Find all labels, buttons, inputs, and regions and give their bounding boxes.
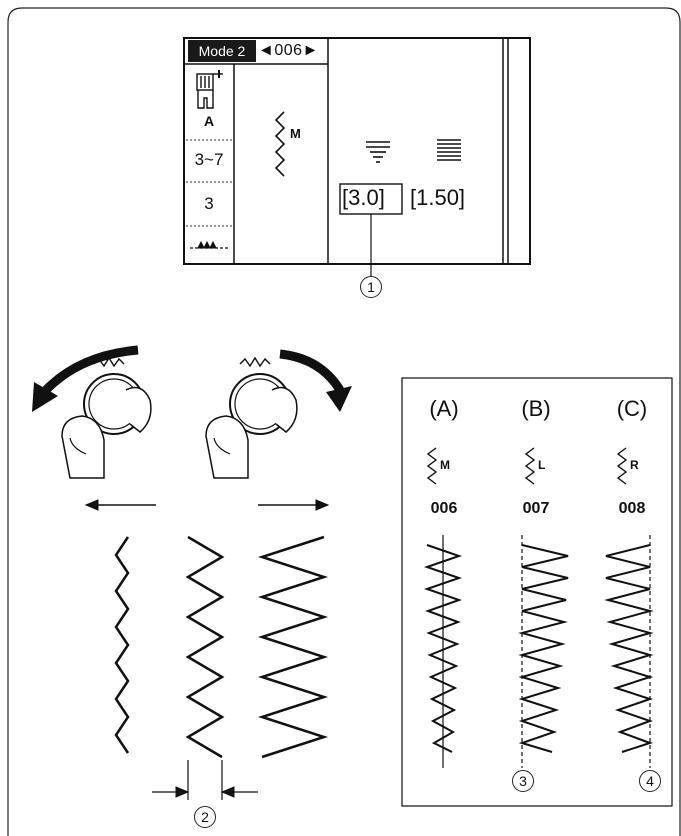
position-letter-c: R [630, 458, 639, 472]
stitch-letter: M [290, 126, 301, 141]
stitch-icon-middle [426, 447, 438, 485]
width-dimension [152, 760, 258, 800]
stitch-preview-icon [274, 111, 286, 177]
narrow-arrow [84, 499, 156, 511]
callout-4: 4 [639, 770, 661, 792]
zigzag-sample-a [423, 544, 463, 753]
page-border [7, 7, 681, 836]
width-dial-left [32, 345, 152, 479]
pattern-number-a: 006 [430, 500, 458, 517]
callout-3: 3 [512, 770, 534, 792]
widen-arrow [258, 499, 330, 511]
zigzag-medium [185, 535, 225, 759]
width-range: 3~7 [194, 150, 224, 169]
width-dial-right [205, 349, 352, 479]
callout-1: 1 [360, 276, 382, 298]
zigzag-sample-b [518, 544, 569, 753]
stitch-length-value: [1.50] [410, 185, 466, 210]
pattern-number: ◄006► [258, 42, 319, 59]
lcd-screen-frame [183, 37, 531, 265]
presser-foot-letter: A [203, 113, 215, 129]
position-letter-a: M [440, 458, 450, 472]
needle-position-panel [401, 377, 673, 807]
thread-tension: 3 [204, 194, 214, 213]
feed-dog-icon [190, 240, 230, 249]
position-heading-b: (B) [521, 396, 551, 421]
zigzag-sample-c [604, 544, 654, 753]
position-heading-a: (A) [429, 396, 459, 421]
callout-2: 2 [194, 806, 216, 828]
presser-foot-icon [196, 70, 223, 109]
pattern-number-c: 008 [618, 500, 646, 517]
pattern-number-b: 007 [522, 500, 550, 517]
position-heading-c: (C) [616, 396, 648, 421]
stitch-length-icon [437, 139, 461, 161]
stitch-icon-left [524, 447, 536, 485]
mode-label: Mode 2 [188, 40, 256, 62]
zigzag-narrow [114, 536, 130, 754]
zigzag-wide [257, 535, 329, 759]
stitch-width-value: [3.0] [342, 185, 385, 210]
stitch-width-icon [366, 141, 390, 163]
stitch-icon-right [616, 447, 628, 485]
position-letter-b: L [538, 458, 546, 472]
